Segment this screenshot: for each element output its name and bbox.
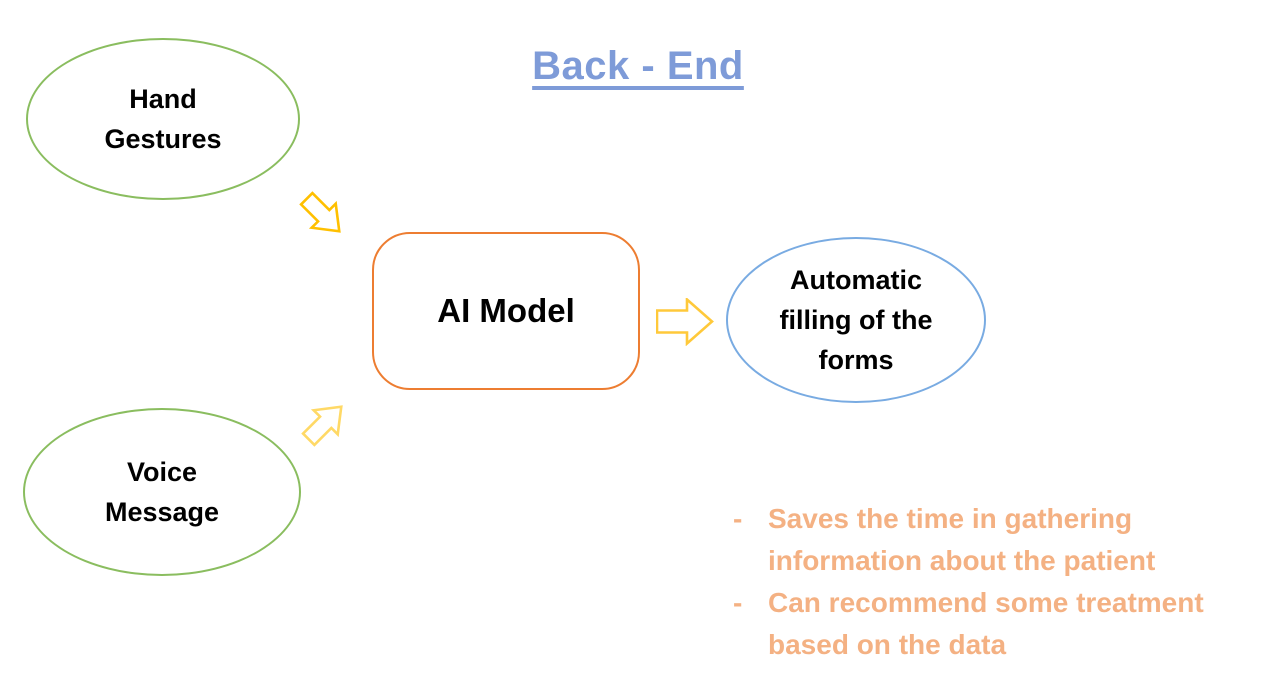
arrow-right-icon [656, 298, 714, 346]
node-voice-message-label: Voice Message [104, 457, 220, 527]
list-item: - Can recommend some treatment based on … [733, 582, 1245, 666]
node-voice-message: Voice Message [23, 408, 301, 576]
list-item: - Saves the time in gathering informatio… [733, 498, 1245, 582]
node-ai-model-label: AI Model [437, 292, 575, 329]
node-automatic-filling: Automatic filling of the forms [726, 237, 986, 403]
benefits-list: - Saves the time in gathering informatio… [733, 498, 1245, 666]
list-item-text: Saves the time in gathering information … [768, 503, 1156, 576]
node-ai-model: AI Model [372, 232, 640, 390]
bullet-dash: - [733, 587, 743, 618]
list-item-text: Can recommend some treatment based on th… [768, 587, 1204, 660]
bullet-dash: - [733, 503, 743, 534]
arrow-down-right-icon [299, 191, 341, 233]
page-title: Back - End [532, 44, 744, 88]
node-hand-gestures: Hand Gestures [26, 38, 300, 200]
arrow-up-right-icon [301, 405, 343, 447]
node-automatic-filling-label: Automatic filling of the forms [779, 265, 933, 375]
node-hand-gestures-label: Hand Gestures [104, 84, 222, 154]
